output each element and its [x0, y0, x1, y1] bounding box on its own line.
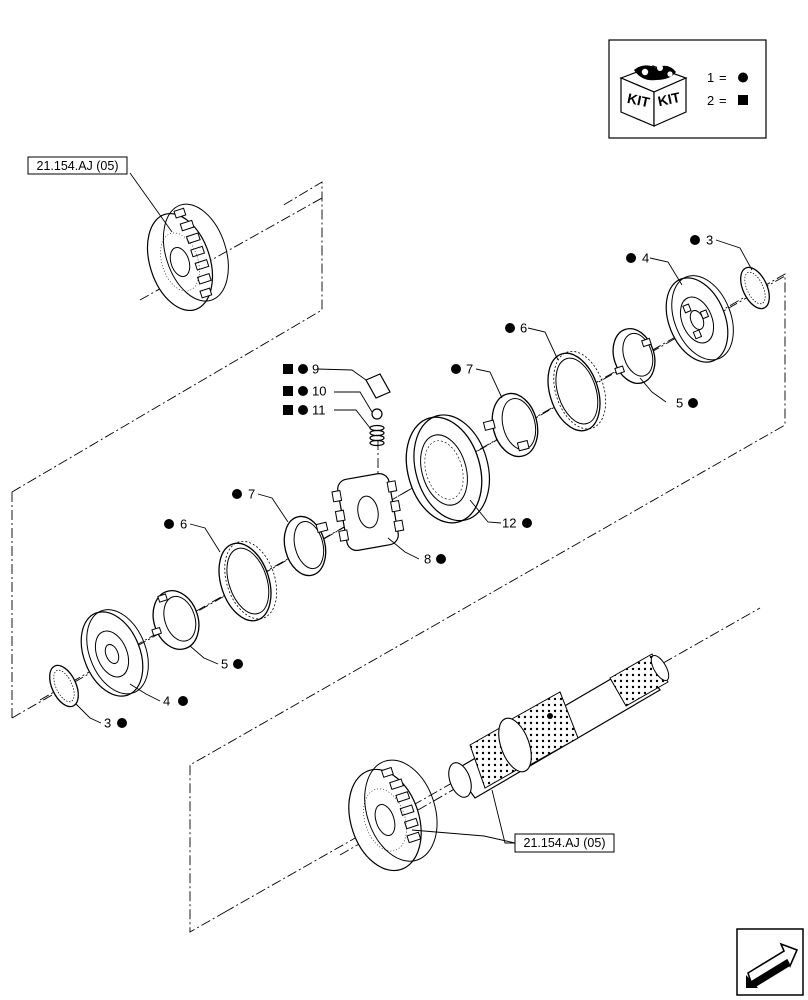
callout-3-left-number: 3 [104, 716, 111, 731]
callout-8-number: 8 [424, 552, 431, 567]
part-4-gear-left [80, 609, 149, 697]
callout-11: 11 [283, 403, 326, 418]
part-5-synchro-ring-left [151, 590, 200, 650]
callout-4-right-number: 4 [642, 251, 649, 266]
part-7-ring-right [482, 392, 539, 458]
reference-link-bottom[interactable]: 21.154.AJ (05) [514, 833, 615, 853]
kit-legend: KIT KIT 1 = 2 = [608, 39, 767, 139]
square-icon [738, 95, 748, 105]
kit-entry-2-equals: = [719, 93, 727, 108]
circle-icon [298, 405, 308, 415]
callout-7-right: 7 [451, 362, 473, 377]
callout-4-right: 4 [626, 251, 649, 266]
circle-icon [505, 323, 515, 333]
callout-3-right: 3 [690, 233, 713, 248]
reference-link-bottom-label: 21.154.AJ (05) [524, 836, 606, 850]
kit-entry-1-number: 1 [707, 70, 714, 85]
callout-5-right: 5 [676, 396, 698, 411]
callout-12-number: 12 [502, 516, 516, 531]
circle-icon [298, 386, 308, 396]
circle-icon [178, 696, 188, 706]
callout-3-right-number: 3 [706, 233, 713, 248]
callout-10-number: 10 [312, 384, 326, 399]
callout-3-left: 3 [104, 716, 127, 731]
circle-icon [164, 519, 174, 529]
circle-icon [232, 489, 242, 499]
circle-icon [690, 235, 700, 245]
circle-icon [522, 518, 532, 528]
reference-link-top-label: 21.154.AJ (05) [37, 159, 119, 173]
circle-icon [436, 554, 446, 564]
callout-9: 9 [283, 362, 319, 377]
callout-5-left-number: 5 [221, 657, 228, 672]
square-icon [283, 405, 293, 415]
kit-entry-1-equals: = [719, 70, 727, 85]
next-page-button[interactable] [736, 928, 804, 996]
part-5-synchro-ring-right [612, 328, 656, 384]
square-icon [283, 386, 293, 396]
part-11-spring [369, 424, 385, 447]
callout-12: 12 [502, 516, 532, 531]
circle-icon [298, 364, 308, 374]
leader-lines [75, 172, 753, 844]
part-3-snap-ring-right [740, 266, 770, 310]
upper-reference-gear [146, 203, 229, 312]
callout-9-number: 9 [312, 362, 319, 377]
circle-icon [117, 718, 127, 728]
circle-icon [688, 398, 698, 408]
callout-11-number: 11 [312, 403, 326, 418]
part-6-cone-ring-right [547, 350, 607, 432]
kit-entry-2-number: 2 [707, 93, 714, 108]
callout-7-right-number: 7 [466, 362, 473, 377]
callout-4-left-number: 4 [163, 694, 170, 709]
kit-box-label-left: KIT [626, 90, 652, 110]
circle-icon [738, 72, 748, 83]
reference-link-top[interactable]: 21.154.AJ (05) [27, 156, 128, 175]
output-shaft [448, 653, 670, 799]
circle-icon [451, 364, 461, 374]
part-8-hub [331, 473, 405, 551]
part-10-ball [371, 408, 383, 420]
callout-6-left-number: 6 [180, 517, 187, 532]
part-7-ring-left [283, 515, 329, 577]
callout-4-left: 4 [163, 694, 188, 709]
circle-icon [233, 659, 243, 669]
part-6-cone-ring-left [218, 540, 278, 622]
callout-10: 10 [283, 384, 326, 399]
callout-6-right: 6 [505, 321, 527, 336]
callout-6-left: 6 [164, 517, 187, 532]
next-page-arrow-icon [746, 942, 799, 988]
circle-icon [626, 253, 636, 263]
callout-5-right-number: 5 [676, 396, 683, 411]
square-icon [283, 364, 293, 374]
part-3-snap-ring-left [49, 664, 79, 708]
part-12-sleeve [405, 414, 490, 524]
kit-box-icon: KIT KIT [619, 65, 688, 127]
callout-8: 8 [424, 552, 446, 567]
callout-5-left: 5 [221, 657, 243, 672]
callout-6-right-number: 6 [520, 321, 527, 336]
part-9-detent [365, 373, 391, 399]
lower-reference-gear [348, 759, 438, 872]
kit-box-label-right: KIT [656, 89, 682, 109]
callout-7-left-number: 7 [248, 487, 255, 502]
callout-7-left: 7 [232, 487, 255, 502]
part-4-gear-right [665, 275, 734, 363]
